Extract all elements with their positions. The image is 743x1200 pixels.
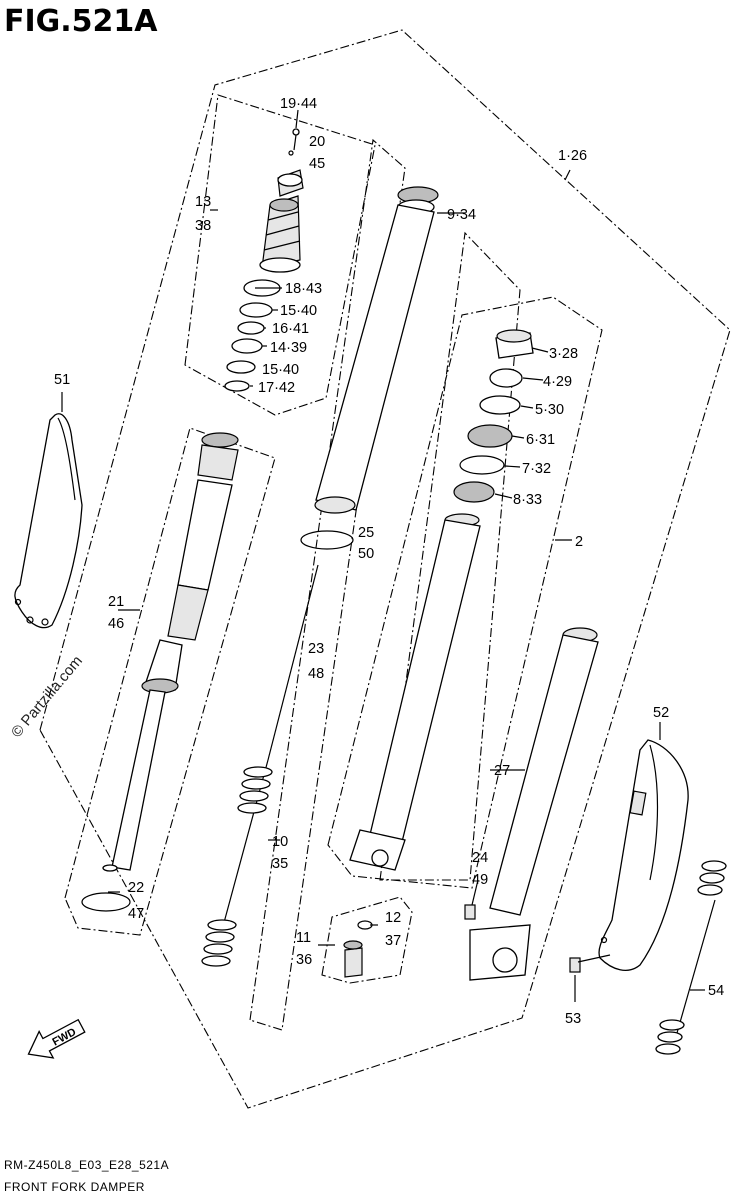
group-outline-13 — [184, 94, 376, 416]
part-53-bolt — [569, 954, 611, 973]
callout-13-alt: 38 — [195, 218, 211, 234]
part-19-damper-assembly — [259, 128, 304, 273]
callout-27: 27 — [494, 763, 510, 779]
callout-21: 21 — [108, 594, 124, 610]
part-11-base-valve — [343, 920, 373, 978]
part-51-fork-guard — [14, 413, 83, 629]
callout-53: 53 — [565, 1011, 581, 1027]
callout-7: 7·32 — [522, 461, 551, 477]
callout-5: 5·30 — [535, 402, 564, 418]
callout-11: 11 — [296, 930, 311, 946]
fwd-arrow: FWD — [27, 1018, 86, 1059]
callout-11-alt: 36 — [296, 952, 312, 968]
callout-52: 52 — [653, 705, 669, 721]
callout-1: 1·26 — [558, 148, 587, 164]
part-10-spring — [201, 564, 319, 967]
callout-23: 23 — [308, 641, 324, 657]
group-outline-11 — [321, 896, 413, 984]
callout-8: 8·33 — [513, 492, 542, 508]
callout-20-alt: 45 — [309, 156, 325, 172]
callout-10-alt: 35 — [272, 856, 288, 872]
fwd-label: FWD — [50, 1026, 78, 1048]
callout-23-alt: 48 — [308, 666, 324, 682]
callout-25-alt: 50 — [358, 546, 374, 562]
part-27-inner-tube — [464, 627, 599, 981]
callout-4: 4·29 — [543, 374, 572, 390]
group-outline-9 — [249, 138, 406, 1031]
callout-labels: 1·26 2 3·28 4·29 5·30 6·31 7·32 8·33 9·3… — [54, 96, 724, 1027]
callout-12: 12 — [385, 910, 401, 926]
callout-2: 2 — [575, 534, 583, 550]
callout-21-alt: 46 — [108, 616, 124, 632]
callout-22: 22 — [128, 880, 144, 896]
part-9-outer-tube — [300, 186, 439, 550]
callout-24-alt: 49 — [472, 872, 488, 888]
callout-24: 24 — [472, 850, 488, 866]
group-outline-2 — [327, 296, 603, 889]
part-54-spring — [655, 860, 727, 1055]
callout-19: 19·44 — [280, 96, 317, 112]
part-3-8-bushings — [453, 329, 534, 503]
part-21-damper-cartridge — [81, 432, 239, 912]
callout-13: 13 — [195, 194, 211, 210]
part-o-rings-13 — [224, 279, 281, 392]
callout-22-alt: 47 — [128, 906, 144, 922]
footer-name: FRONT FORK DAMPER — [4, 1180, 145, 1194]
callout-18: 18·43 — [285, 281, 322, 297]
callout-3: 3·28 — [549, 346, 578, 362]
footer-code: RM-Z450L8_E03_E28_521A — [4, 1158, 170, 1172]
callout-17: 17·42 — [258, 380, 295, 396]
figure-title: FIG.521A — [4, 4, 158, 39]
assembly-outline-1 — [39, 29, 731, 1109]
callout-54: 54 — [708, 983, 724, 999]
callout-9: 9·34 — [447, 207, 476, 223]
group-outline-27 — [379, 231, 521, 881]
group-outline-21 — [64, 427, 276, 936]
leader-lines — [61, 109, 705, 1002]
callout-14: 14·39 — [270, 340, 307, 356]
callout-6: 6·31 — [526, 432, 555, 448]
callout-16: 16·41 — [272, 321, 309, 337]
callout-10: 10 — [272, 834, 288, 850]
callout-51: 51 — [54, 372, 70, 388]
callout-15a: 15·40 — [280, 303, 317, 319]
part-2-inner-tube — [349, 513, 481, 871]
callout-20: 20 — [309, 134, 325, 150]
callout-25: 25 — [358, 525, 374, 541]
callout-12-alt: 37 — [385, 933, 401, 949]
callout-15b: 15·40 — [262, 362, 299, 378]
part-52-fork-guard — [598, 739, 689, 971]
